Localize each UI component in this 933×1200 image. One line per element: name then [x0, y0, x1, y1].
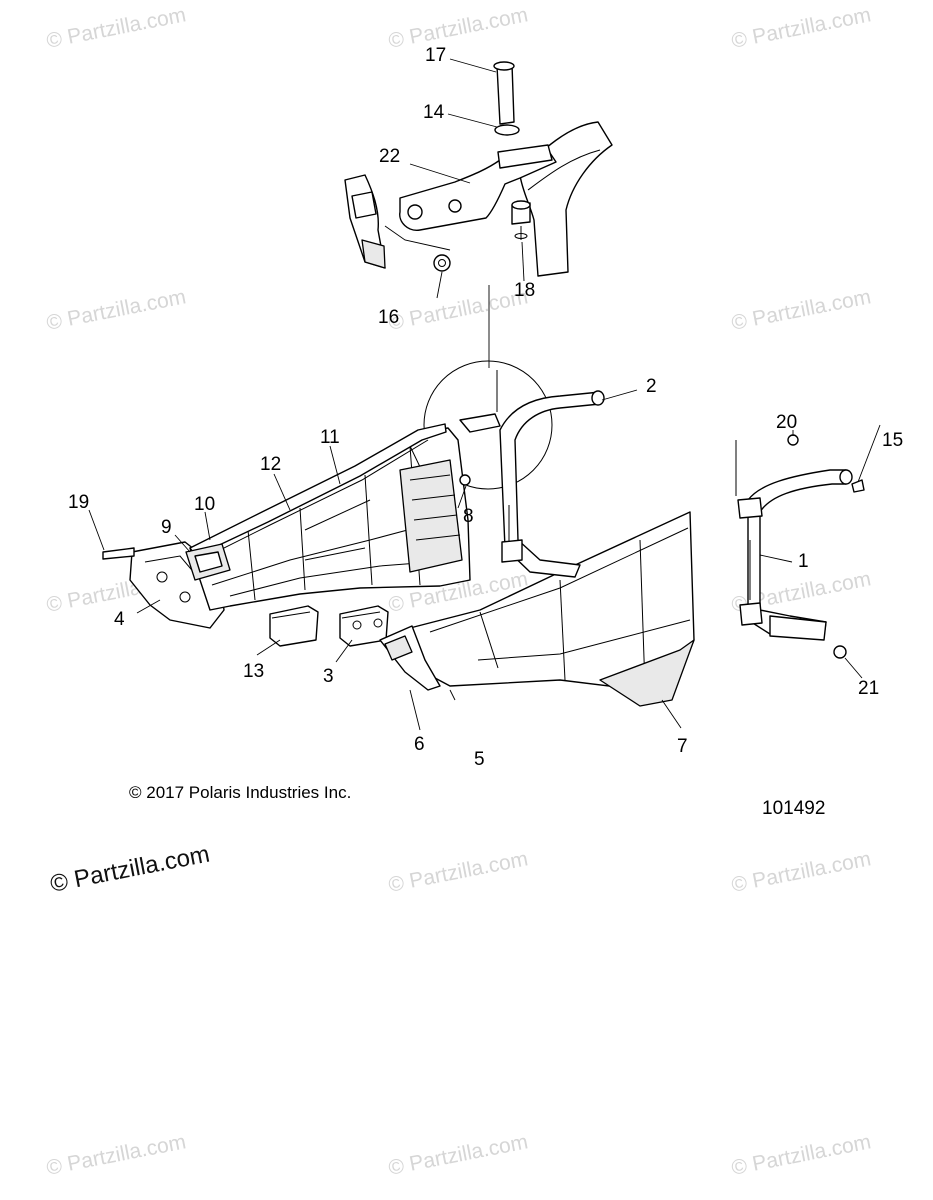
pillar-section — [519, 121, 613, 277]
lower-bracket — [769, 615, 827, 641]
callout-7: 7 — [677, 736, 688, 757]
hinge-knuckle — [497, 144, 553, 169]
callout-18: 18 — [514, 280, 535, 301]
callout-1: 1 — [798, 551, 809, 572]
callout-6: 6 — [414, 734, 425, 755]
callout-3: 3 — [323, 666, 334, 687]
callout-2: 2 — [646, 376, 657, 397]
callout-13: 13 — [243, 661, 264, 682]
bolt-19 — [102, 547, 135, 560]
watermark-large: © Partzilla.com — [48, 841, 212, 898]
hinge-arm-1 — [747, 469, 847, 637]
watermark: © Partzilla.com — [730, 1130, 873, 1180]
hinge-bracket — [399, 149, 557, 231]
watermark: © Partzilla.com — [387, 1130, 530, 1180]
watermark: © Partzilla.com — [387, 285, 530, 335]
lower-door-panel — [379, 370, 695, 731]
callout-22: 22 — [379, 146, 400, 167]
frame-assembly — [88, 423, 471, 663]
callout-8: 8 — [463, 506, 474, 527]
callout-15: 15 — [882, 430, 903, 451]
callout-17: 17 — [425, 45, 446, 66]
door-panel-lower — [599, 639, 695, 707]
watermark: © Partzilla.com — [45, 3, 188, 53]
callout-20: 20 — [776, 412, 797, 433]
watermark: © Partzilla.com — [387, 3, 530, 53]
callout-5: 5 — [474, 749, 485, 770]
top-rail — [189, 423, 447, 557]
watermark: © Partzilla.com — [45, 1130, 188, 1180]
callout-19: 19 — [68, 492, 89, 513]
watermark: © Partzilla.com — [730, 847, 873, 897]
callout-16: 16 — [378, 307, 399, 328]
bolt-20 — [787, 434, 799, 446]
callout-12: 12 — [260, 454, 281, 475]
hinge-arm-assembly — [735, 424, 881, 679]
callouts: 17 14 22 16 18 2 20 15 11 12 19 10 9 8 1… — [68, 45, 903, 770]
detail-circle — [423, 360, 553, 490]
washer — [494, 124, 520, 136]
callout-21: 21 — [858, 678, 879, 699]
hinge-detail — [344, 58, 613, 368]
bumper-13 — [269, 605, 319, 647]
copyright-notice: © 2017 Polaris Industries Inc. — [129, 783, 352, 802]
hinge-pin — [496, 63, 515, 125]
callout-11: 11 — [320, 427, 340, 448]
callout-10: 10 — [194, 494, 215, 515]
hinge-arm — [499, 391, 601, 578]
callout-14: 14 — [423, 102, 445, 123]
watermark: © Partzilla.com — [730, 285, 873, 335]
watermark: © Partzilla.com — [730, 3, 873, 53]
figure-number: 101492 — [762, 798, 826, 819]
callout-4: 4 — [114, 609, 125, 630]
watermark: © Partzilla.com — [45, 285, 188, 335]
bolt-21 — [833, 645, 847, 659]
mesh-panel — [399, 459, 463, 573]
callout-9: 9 — [161, 517, 172, 538]
bolt — [433, 254, 451, 272]
watermark: © Partzilla.com — [387, 847, 530, 897]
